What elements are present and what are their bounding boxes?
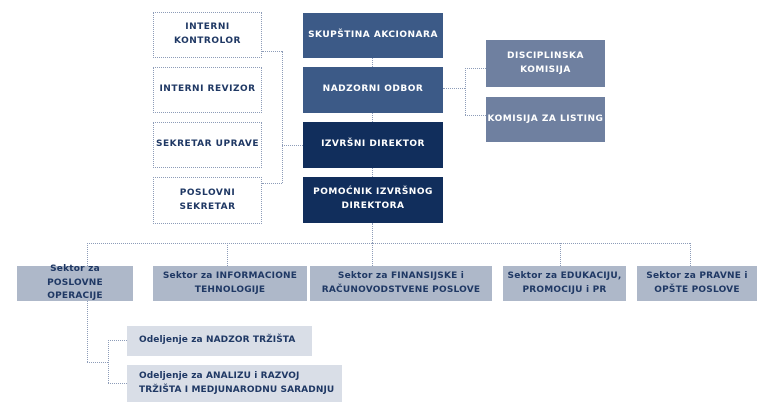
connector-sector-drop-4 [560,243,561,266]
node-disciplinska-komisija: DISCIPLINSKA KOMISIJA [486,40,605,87]
connector-staff-vertical [282,51,283,183]
connector-dept-stub-2 [108,383,127,384]
node-interni-revizor: INTERNI REVIZOR [153,67,262,113]
node-sektor-poslovne-operacije: Sektor za POSLOVNE OPERACIJE [17,264,133,301]
node-label: POMOĆNIK IZVRŠNOG DIREKTORA [313,187,433,211]
node-label: Sektor za INFORMACIONE TEHNOLOGIJE [162,270,298,295]
node-odeljenje-nadzor-trzista: Odeljenje za NADZOR TRŽIŠTA [127,326,312,356]
node-label: SEKRETAR UPRAVE [156,139,259,150]
connector-staff-to-director [282,145,303,146]
node-label: INTERNI REVIZOR [159,84,256,95]
connector-committee-stub-bottom [465,115,486,116]
node-sektor-edukacija-promocija-pr: Sektor za EDUKACIJU, PROMOCIJU i PR [503,266,626,301]
node-label: Sektor za EDUKACIJU, PROMOCIJU i PR [507,270,622,295]
node-skupstina-akcionara: SKUPŠTINA AKCIONARA [303,13,443,58]
node-sektor-pravne-opste-poslove: Sektor za PRAVNE i OPŠTE POSLOVE [637,266,757,301]
connector-committee-vertical [465,68,466,115]
connector-spine-1 [372,58,373,67]
connector-sector-drop-5 [690,243,691,266]
connector-staff-stub-top [262,51,282,52]
connector-committee-stub-top [465,68,486,69]
node-komisija-za-listing: KOMISIJA ZA LISTING [486,97,605,142]
node-label: KOMISIJA ZA LISTING [487,113,604,124]
node-sektor-finansijske-racunovodstvene: Sektor za FINANSIJSKE i RAČUNOVODSTVENE … [310,266,492,301]
node-label: IZVRŠNI DIREKTOR [321,139,425,150]
connector-dept-stub-1 [108,340,127,341]
node-label: POSLOVNI SEKRETAR [179,187,236,212]
connector-sector-drop-2 [227,243,228,266]
node-sektor-informacione-tehnologije: Sektor za INFORMACIONE TEHNOLOGIJE [153,266,307,301]
node-odeljenje-analiza-razvoj: Odeljenje za ANALIZU i RAZVOJ TRŽIŠTA I … [127,365,342,402]
node-label: DISCIPLINSKA KOMISIJA [507,50,584,75]
node-label: Odeljenje za NADZOR TRŽIŠTA [139,335,296,346]
connector-dept-vertical-2 [108,340,109,383]
node-pomocnik-izvrsnog-direktora: POMOĆNIK IZVRŠNOG DIREKTORA [303,177,443,223]
connector-staff-stub-bottom [262,183,282,184]
node-izvrsni-direktor: IZVRŠNI DIREKTOR [303,122,443,168]
connector-dept-vertical-1 [87,301,88,362]
node-label: NADZORNI ODBOR [322,84,424,95]
node-label: Sektor za PRAVNE i OPŠTE POSLOVE [646,270,748,295]
node-label: Odeljenje za ANALIZU i RAZVOJ TRŽIŠTA I … [139,370,335,395]
node-label: Sektor za FINANSIJSKE i RAČUNOVODSTVENE … [321,270,481,295]
node-label: Sektor za POSLOVNE OPERACIJE [47,263,103,302]
connector-sector-bus [87,243,690,244]
connector-spine-4 [372,223,373,243]
node-label: SKUPŠTINA AKCIONARA [308,29,438,40]
connector-board-to-committees [443,88,465,89]
node-nadzorni-odbor: NADZORNI ODBOR [303,67,443,113]
node-sekretar-uprave: SEKRETAR UPRAVE [153,122,262,168]
node-interni-kontrolor: INTERNI KONTROLOR [153,12,262,58]
connector-dept-elbow [87,362,108,363]
connector-sector-drop-3 [372,243,373,266]
node-poslovni-sekretar: POSLOVNI SEKRETAR [153,177,262,224]
connector-spine-2 [372,113,373,122]
connector-spine-3 [372,168,373,177]
node-label: INTERNI KONTROLOR [174,22,241,46]
connector-sector-drop-1 [87,243,88,266]
